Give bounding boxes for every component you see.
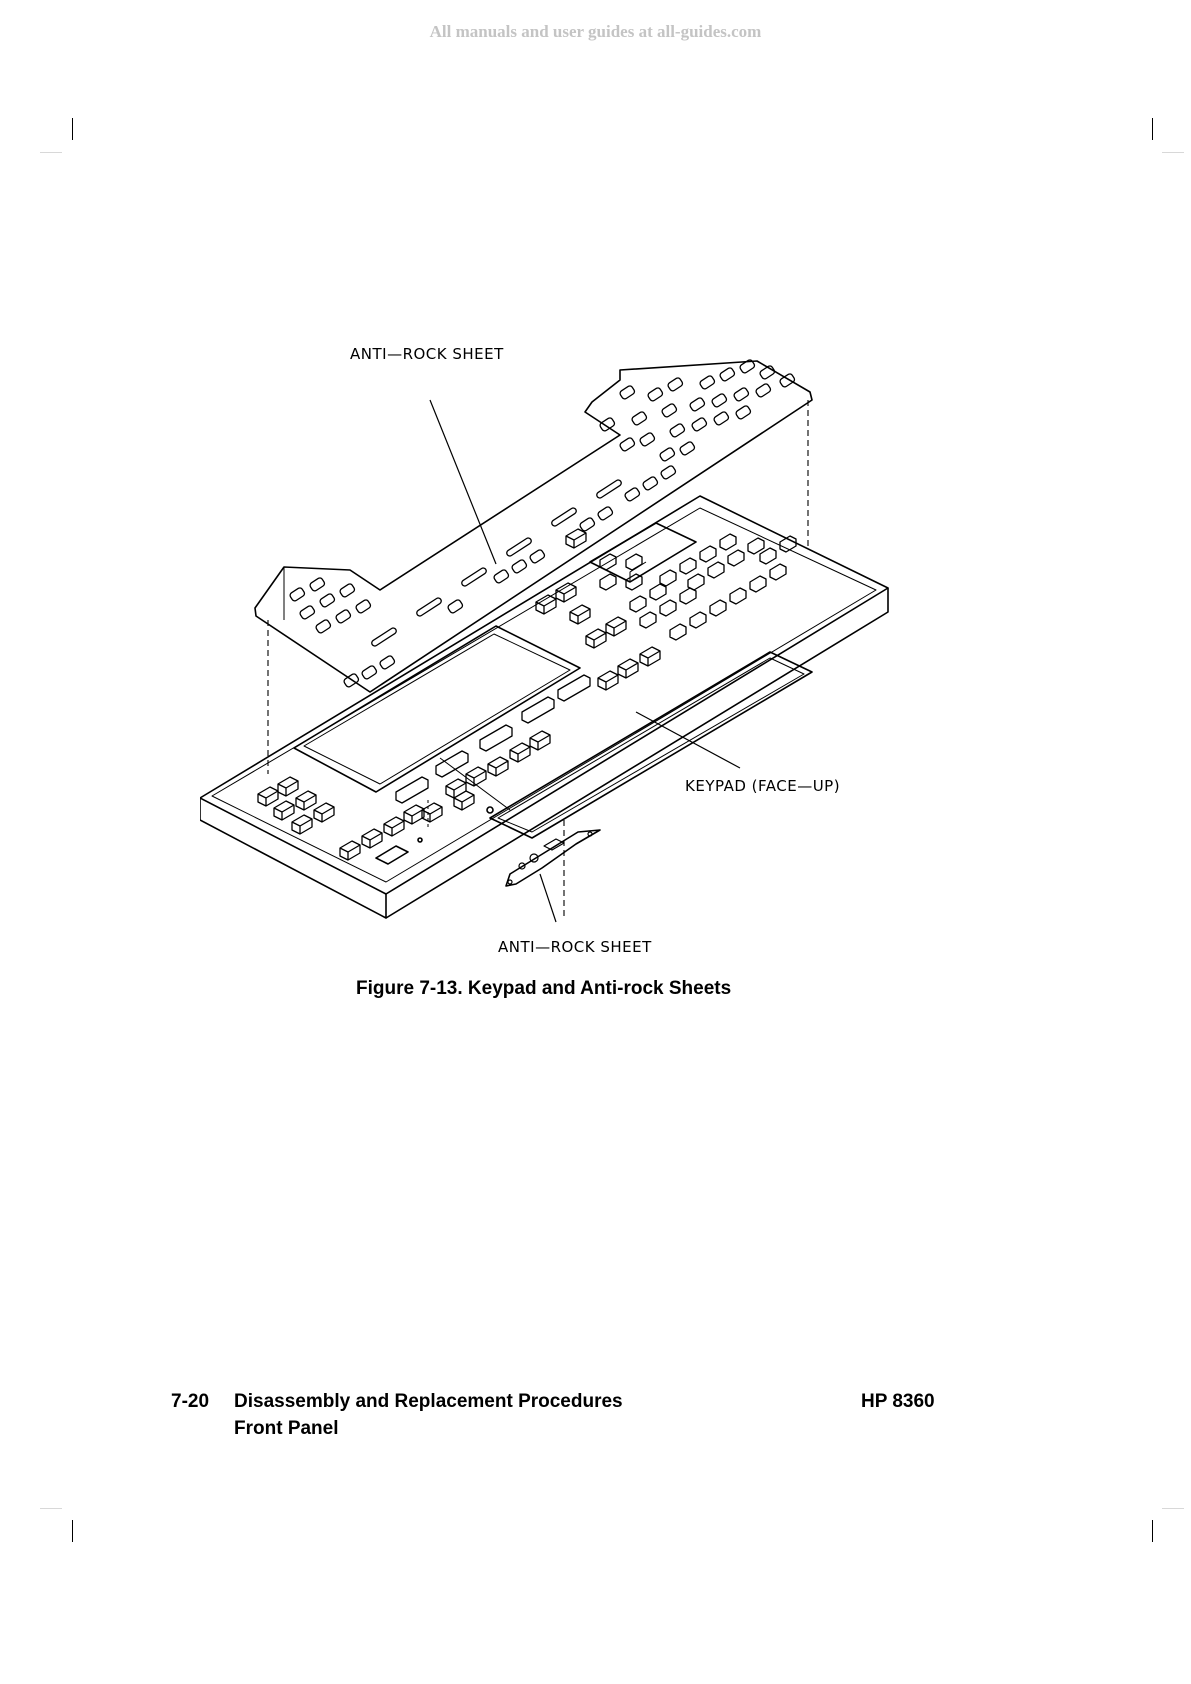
keypad-body: [200, 496, 888, 918]
keypad-figure: ANTI—ROCK SHEET KEYPAD (FACE—UP) ANTI—RO…: [200, 340, 920, 970]
crop-mark-top-left-h: [40, 152, 62, 153]
crop-mark-top-left: [72, 118, 73, 140]
watermark: All manuals and user guides at all-guide…: [0, 22, 1191, 42]
chapter-title: Disassembly and Replacement Procedures: [234, 1391, 623, 1413]
crop-mark-top-right: [1152, 118, 1153, 140]
crop-mark-bottom-right-h: [1162, 1508, 1184, 1509]
page-number: 7-20: [171, 1391, 209, 1413]
crop-mark-bottom-right: [1152, 1520, 1153, 1542]
label-keypad: KEYPAD (FACE—UP): [685, 777, 840, 795]
top-anti-rock-sheet: [255, 359, 812, 692]
top-sheet-cutouts: [289, 359, 796, 688]
figure-caption: Figure 7-13. Keypad and Anti-rock Sheets: [356, 978, 731, 1000]
model-name: HP 8360: [861, 1391, 935, 1413]
keypad-keys: [258, 529, 796, 860]
leader-bottom-sheet: [540, 874, 556, 922]
crop-mark-bottom-left: [72, 1520, 73, 1542]
section-title: Front Panel: [234, 1418, 339, 1440]
keypad-exploded-view: [200, 340, 920, 970]
crop-mark-top-right-h: [1162, 152, 1184, 153]
bottom-anti-rock-sheet: [506, 830, 600, 886]
crop-mark-bottom-left-h: [40, 1508, 62, 1509]
label-bottom-anti-rock-sheet: ANTI—ROCK SHEET: [498, 938, 652, 956]
leader-top-sheet: [430, 400, 496, 564]
label-top-anti-rock-sheet: ANTI—ROCK SHEET: [350, 345, 504, 363]
